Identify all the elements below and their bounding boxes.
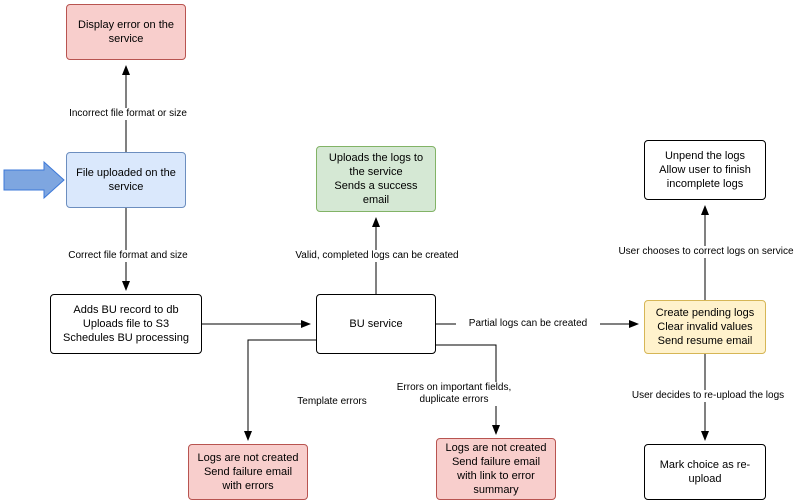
node-uploads-logs[interactable]: Uploads the logs to the service Sends a … bbox=[316, 146, 436, 212]
edge-label-incorrect-format: Incorrect file format or size bbox=[56, 108, 200, 120]
edge-label-user-chooses-correct: User chooses to correct logs on service bbox=[606, 246, 801, 258]
node-file-uploaded[interactable]: File uploaded on the service bbox=[66, 152, 186, 208]
node-create-pending-logs[interactable]: Create pending logs Clear invalid values… bbox=[644, 300, 766, 354]
node-logs-not-created-template[interactable]: Logs are not created Send failure email … bbox=[188, 444, 308, 500]
edge-label-partial-logs: Partial logs can be created bbox=[456, 318, 600, 330]
node-display-error[interactable]: Display error on the service bbox=[66, 4, 186, 60]
node-unpend-logs[interactable]: Unpend the logs Allow user to finish inc… bbox=[644, 140, 766, 200]
node-logs-not-created-fields[interactable]: Logs are not created Send failure email … bbox=[436, 438, 556, 500]
edge-label-correct-format: Correct file format and size bbox=[56, 250, 200, 262]
edge-label-valid-completed: Valid, completed logs can be created bbox=[280, 250, 474, 262]
edge-label-template-errors: Template errors bbox=[288, 396, 376, 408]
edge-label-user-decides-reupload: User decides to re-upload the logs bbox=[620, 390, 796, 402]
edge-label-errors-important-fields: Errors on important fields, duplicate er… bbox=[390, 382, 518, 406]
node-mark-choice-reupload[interactable]: Mark choice as re- upload bbox=[644, 444, 766, 500]
node-adds-bu-record[interactable]: Adds BU record to db Uploads file to S3 … bbox=[50, 294, 202, 354]
node-bu-service[interactable]: BU service bbox=[316, 294, 436, 354]
